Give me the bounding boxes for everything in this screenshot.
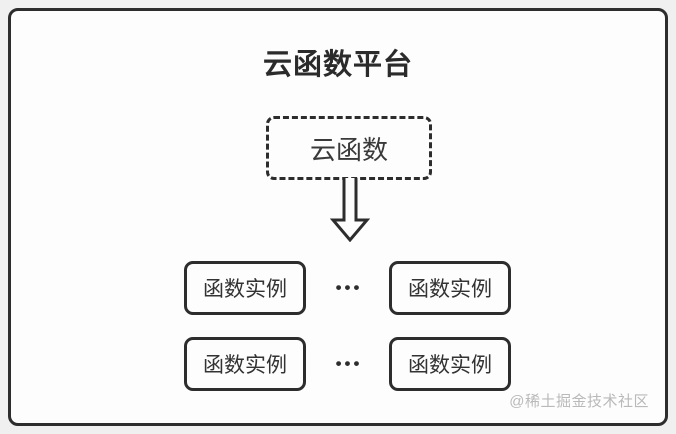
function-instance-node: 函数实例	[389, 261, 511, 315]
function-instance-label: 函数实例	[203, 278, 287, 301]
diagram-title: 云函数平台	[262, 49, 413, 81]
cloud-function-label: 云函数	[309, 134, 388, 165]
function-instance-node: 函数实例	[389, 337, 511, 391]
ellipsis-row-2: •••	[335, 354, 363, 373]
function-instance-label: 函数实例	[408, 354, 492, 377]
ellipsis-row-1: •••	[335, 278, 363, 297]
cloud-function-node: 云函数	[266, 116, 432, 180]
diagram-card: 云函数平台 云函数 函数实例 ••• 函数实例 函数实例 ••• 函数实例 @稀…	[8, 8, 668, 426]
down-arrow-icon	[330, 178, 370, 242]
function-instance-node: 函数实例	[184, 261, 306, 315]
function-instance-label: 函数实例	[408, 278, 492, 301]
watermark-text: @稀土掘金技术社区	[509, 393, 649, 410]
function-instance-label: 函数实例	[203, 354, 287, 377]
function-instance-node: 函数实例	[184, 337, 306, 391]
